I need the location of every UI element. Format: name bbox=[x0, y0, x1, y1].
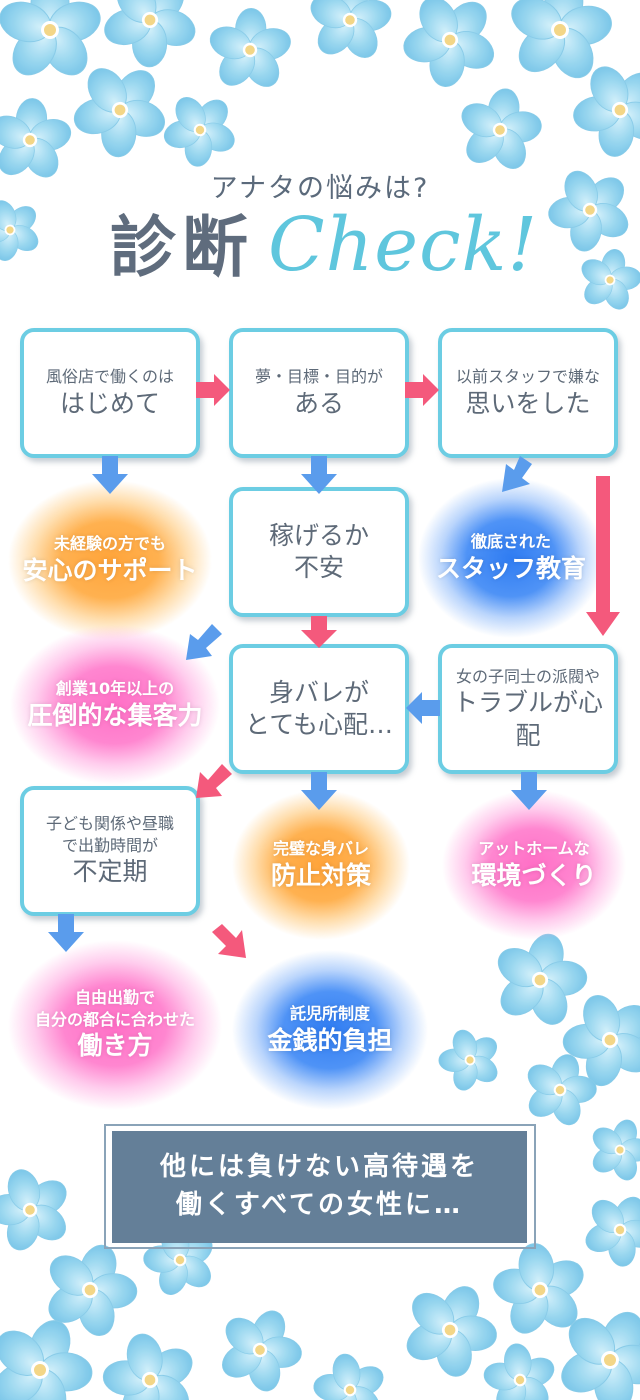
box-irregular-hours-small1: 子ども関係や昼職 bbox=[45, 814, 174, 834]
title-script: Check! bbox=[268, 202, 539, 288]
solution-free-shift-big: 働き方 bbox=[77, 1031, 153, 1061]
arrow-down-5 bbox=[48, 914, 84, 952]
arrow-down-long bbox=[586, 476, 620, 636]
solution-homey-big: 環境づくり bbox=[471, 860, 597, 890]
arrow-down-left-1 bbox=[186, 624, 222, 660]
solution-childcare-big: 金銭的負担 bbox=[267, 1025, 393, 1055]
title-kanji: 診断 bbox=[110, 209, 254, 286]
banner-line2: 働くすべての女性に… bbox=[175, 1190, 464, 1220]
box-earning-worry-line1: 稼げるか bbox=[268, 520, 369, 550]
box-trouble-worry-small: 女の子同士の派閥や bbox=[455, 666, 600, 686]
box-irregular-hours-big: 不定期 bbox=[72, 857, 148, 887]
solution-privacy: 完璧な身バレ 防止対策 bbox=[232, 790, 410, 940]
box-bad-staff: 以前スタッフで嫌な 思いをした bbox=[438, 328, 618, 458]
solution-customers-small: 創業10年以上の bbox=[55, 678, 175, 698]
arrow-down-right-1 bbox=[212, 924, 246, 958]
box-earning-worry-line2: 不安 bbox=[293, 553, 344, 582]
solution-customers: 創業10年以上の 圧倒的な集客力 bbox=[10, 625, 220, 785]
solution-childcare-small: 託児所制度 bbox=[289, 1003, 370, 1023]
arrow-down-3 bbox=[301, 772, 337, 810]
solution-staff-training-big: スタッフ教育 bbox=[435, 553, 586, 583]
arrow-right-2 bbox=[405, 374, 439, 406]
solution-support-big: 安心のサポート bbox=[22, 555, 198, 585]
box-bad-staff-small: 以前スタッフで嫌な bbox=[455, 366, 600, 386]
box-identity-worry-line2: とても心配… bbox=[244, 710, 393, 739]
box-trouble-worry-big: トラブルが心配 bbox=[452, 688, 603, 750]
arrow-down-4 bbox=[511, 772, 547, 810]
arrow-left-1 bbox=[406, 692, 440, 724]
box-dream-small: 夢・目標・目的が bbox=[254, 366, 383, 386]
box-dream-big: ある bbox=[293, 388, 344, 418]
banner: 他には負けない高待遇を 働くすべての女性に… bbox=[112, 1131, 527, 1243]
solution-childcare: 託児所制度 金銭的負担 bbox=[232, 950, 428, 1110]
solution-free-shift: 自由出勤で 自分の都合に合わせた 働き方 bbox=[8, 940, 222, 1110]
box-first-time-big: はじめて bbox=[59, 388, 160, 418]
solution-staff-training-small: 徹底された bbox=[470, 531, 551, 551]
box-irregular-hours-small2: で出勤時間が bbox=[61, 835, 158, 855]
banner-line1: 他には負けない高待遇を bbox=[159, 1152, 479, 1183]
arrow-down-1 bbox=[92, 456, 128, 494]
solution-free-shift-small1: 自由出勤で bbox=[74, 988, 155, 1008]
solution-homey-small: アットホームな bbox=[478, 838, 590, 858]
arrow-right-1 bbox=[196, 374, 230, 406]
box-irregular-hours: 子ども関係や昼職 で出勤時間が 不定期 bbox=[20, 786, 200, 916]
solution-privacy-small: 完璧な身バレ bbox=[272, 838, 369, 858]
solution-support-small: 未経験の方でも bbox=[53, 533, 166, 553]
banner-outline bbox=[104, 1124, 536, 1249]
arrow-down-diag-1 bbox=[502, 456, 532, 492]
solution-support: 未経験の方でも 安心のサポート bbox=[8, 480, 212, 640]
arrow-down-pink bbox=[301, 616, 337, 648]
solution-customers-big: 圧倒的な集客力 bbox=[27, 700, 203, 730]
box-earning-worry: 稼げるか 不安 bbox=[229, 487, 409, 617]
arrow-down-2 bbox=[301, 456, 337, 494]
arrow-down-left-pink bbox=[196, 764, 232, 798]
box-identity-worry-line1: 身バレが bbox=[268, 677, 369, 707]
solution-free-shift-small2: 自分の都合に合わせた bbox=[34, 1009, 195, 1029]
solution-privacy-big: 防止対策 bbox=[270, 860, 371, 890]
solution-homey: アットホームな 環境づくり bbox=[442, 790, 626, 940]
solution-staff-training: 徹底された スタッフ教育 bbox=[418, 478, 604, 638]
subtitle: アナタの悩みは? bbox=[210, 173, 430, 204]
box-bad-staff-big: 思いをした bbox=[465, 388, 591, 418]
box-first-time-small: 風俗店で働くのは bbox=[45, 366, 174, 386]
